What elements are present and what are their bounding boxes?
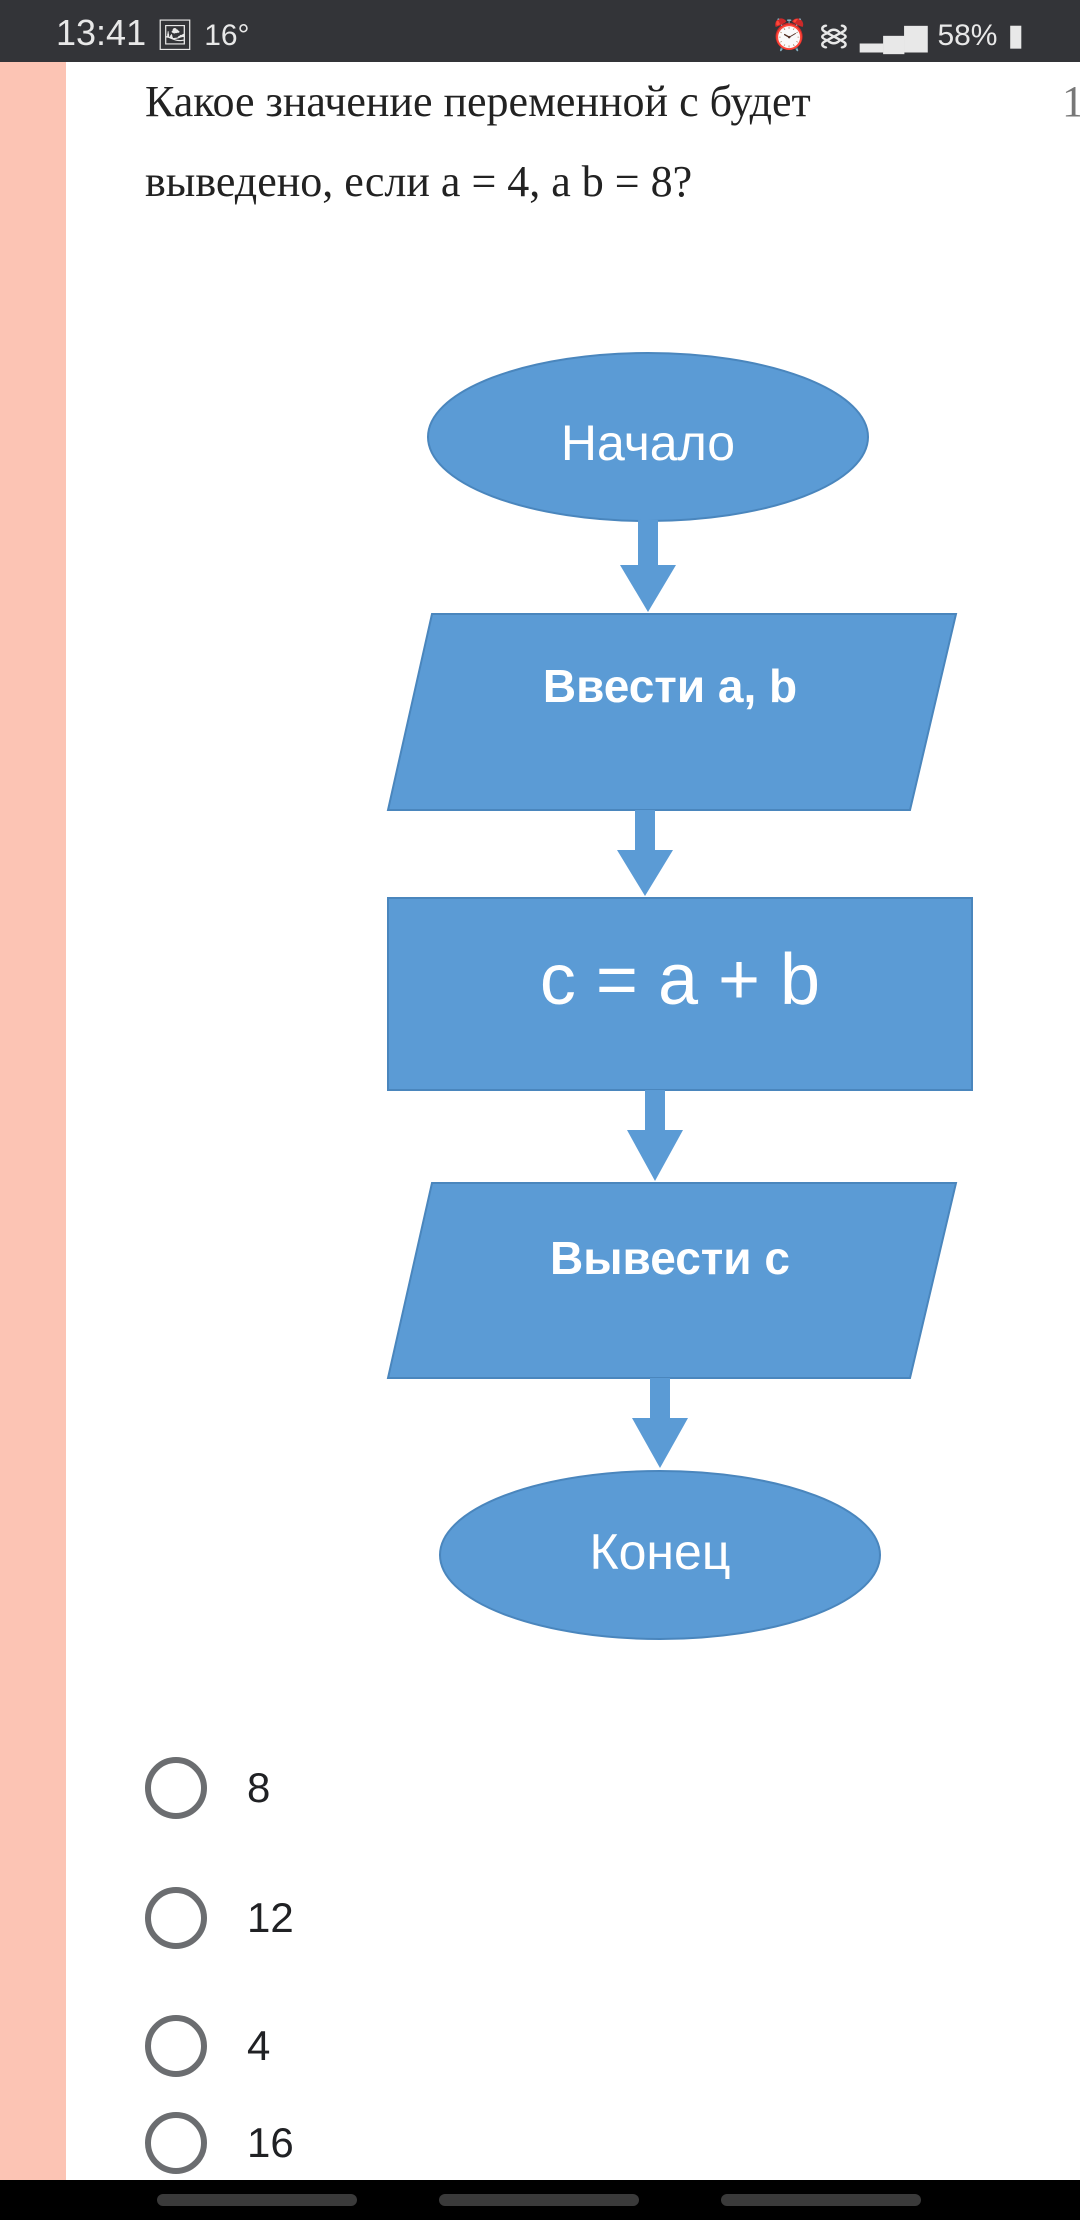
wifi-icon: ᯼ [817, 19, 851, 52]
option-16[interactable]: 16 [145, 2112, 294, 2174]
flowchart-image: Начало Ввести a, b c = a + b Вывести c К… [386, 352, 973, 1640]
flow-output-label: Вывести c [550, 1232, 790, 1284]
battery-percent: 58% [937, 19, 998, 52]
radio-button[interactable] [145, 2112, 207, 2174]
flow-process-label: c = a + b [540, 940, 820, 1020]
option-label: 8 [247, 1764, 271, 1811]
option-label: 12 [247, 1894, 294, 1941]
nav-back-button[interactable] [721, 2194, 921, 2206]
question-points-fragment: 1 [1062, 77, 1080, 126]
flow-start-label: Начало [561, 415, 735, 471]
flow-arrows [617, 520, 688, 1468]
option-label: 4 [247, 2022, 271, 2069]
nav-home-button[interactable] [439, 2194, 639, 2206]
nav-recents-button[interactable] [157, 2194, 357, 2206]
temperature: 16° [204, 19, 250, 52]
clock: 13:41 [56, 12, 147, 53]
radio-button[interactable] [145, 1887, 207, 1949]
flow-end-label: Конец [590, 1524, 731, 1580]
battery-icon: ▮ [1007, 19, 1024, 52]
flow-end-shape [439, 1470, 881, 1640]
navigation-bar [0, 2180, 1080, 2220]
radio-button[interactable] [145, 2015, 207, 2077]
flow-output-shape [386, 1182, 958, 1379]
status-bar: 13:41 🖼 16° ⏰ ᯼ ▂▄▆ 58% ▮ [0, 0, 1080, 62]
flow-input-shape [386, 613, 958, 811]
radio-button[interactable] [145, 1757, 207, 1819]
option-12[interactable]: 12 [145, 1887, 294, 1949]
signal-icon: ▂▄▆ [860, 19, 928, 52]
flow-input-label: Ввести a, b [543, 660, 797, 712]
image-icon: 🖼 [156, 19, 195, 52]
flow-process-shape [387, 897, 973, 1091]
alarm-icon: ⏰ [770, 19, 808, 52]
question-text: Какое значение переменной с будет выведе… [145, 77, 811, 206]
option-8[interactable]: 8 [145, 1757, 270, 1819]
option-label: 16 [247, 2119, 294, 2166]
form-accent-strip [0, 62, 66, 2180]
option-4[interactable]: 4 [145, 2015, 270, 2077]
